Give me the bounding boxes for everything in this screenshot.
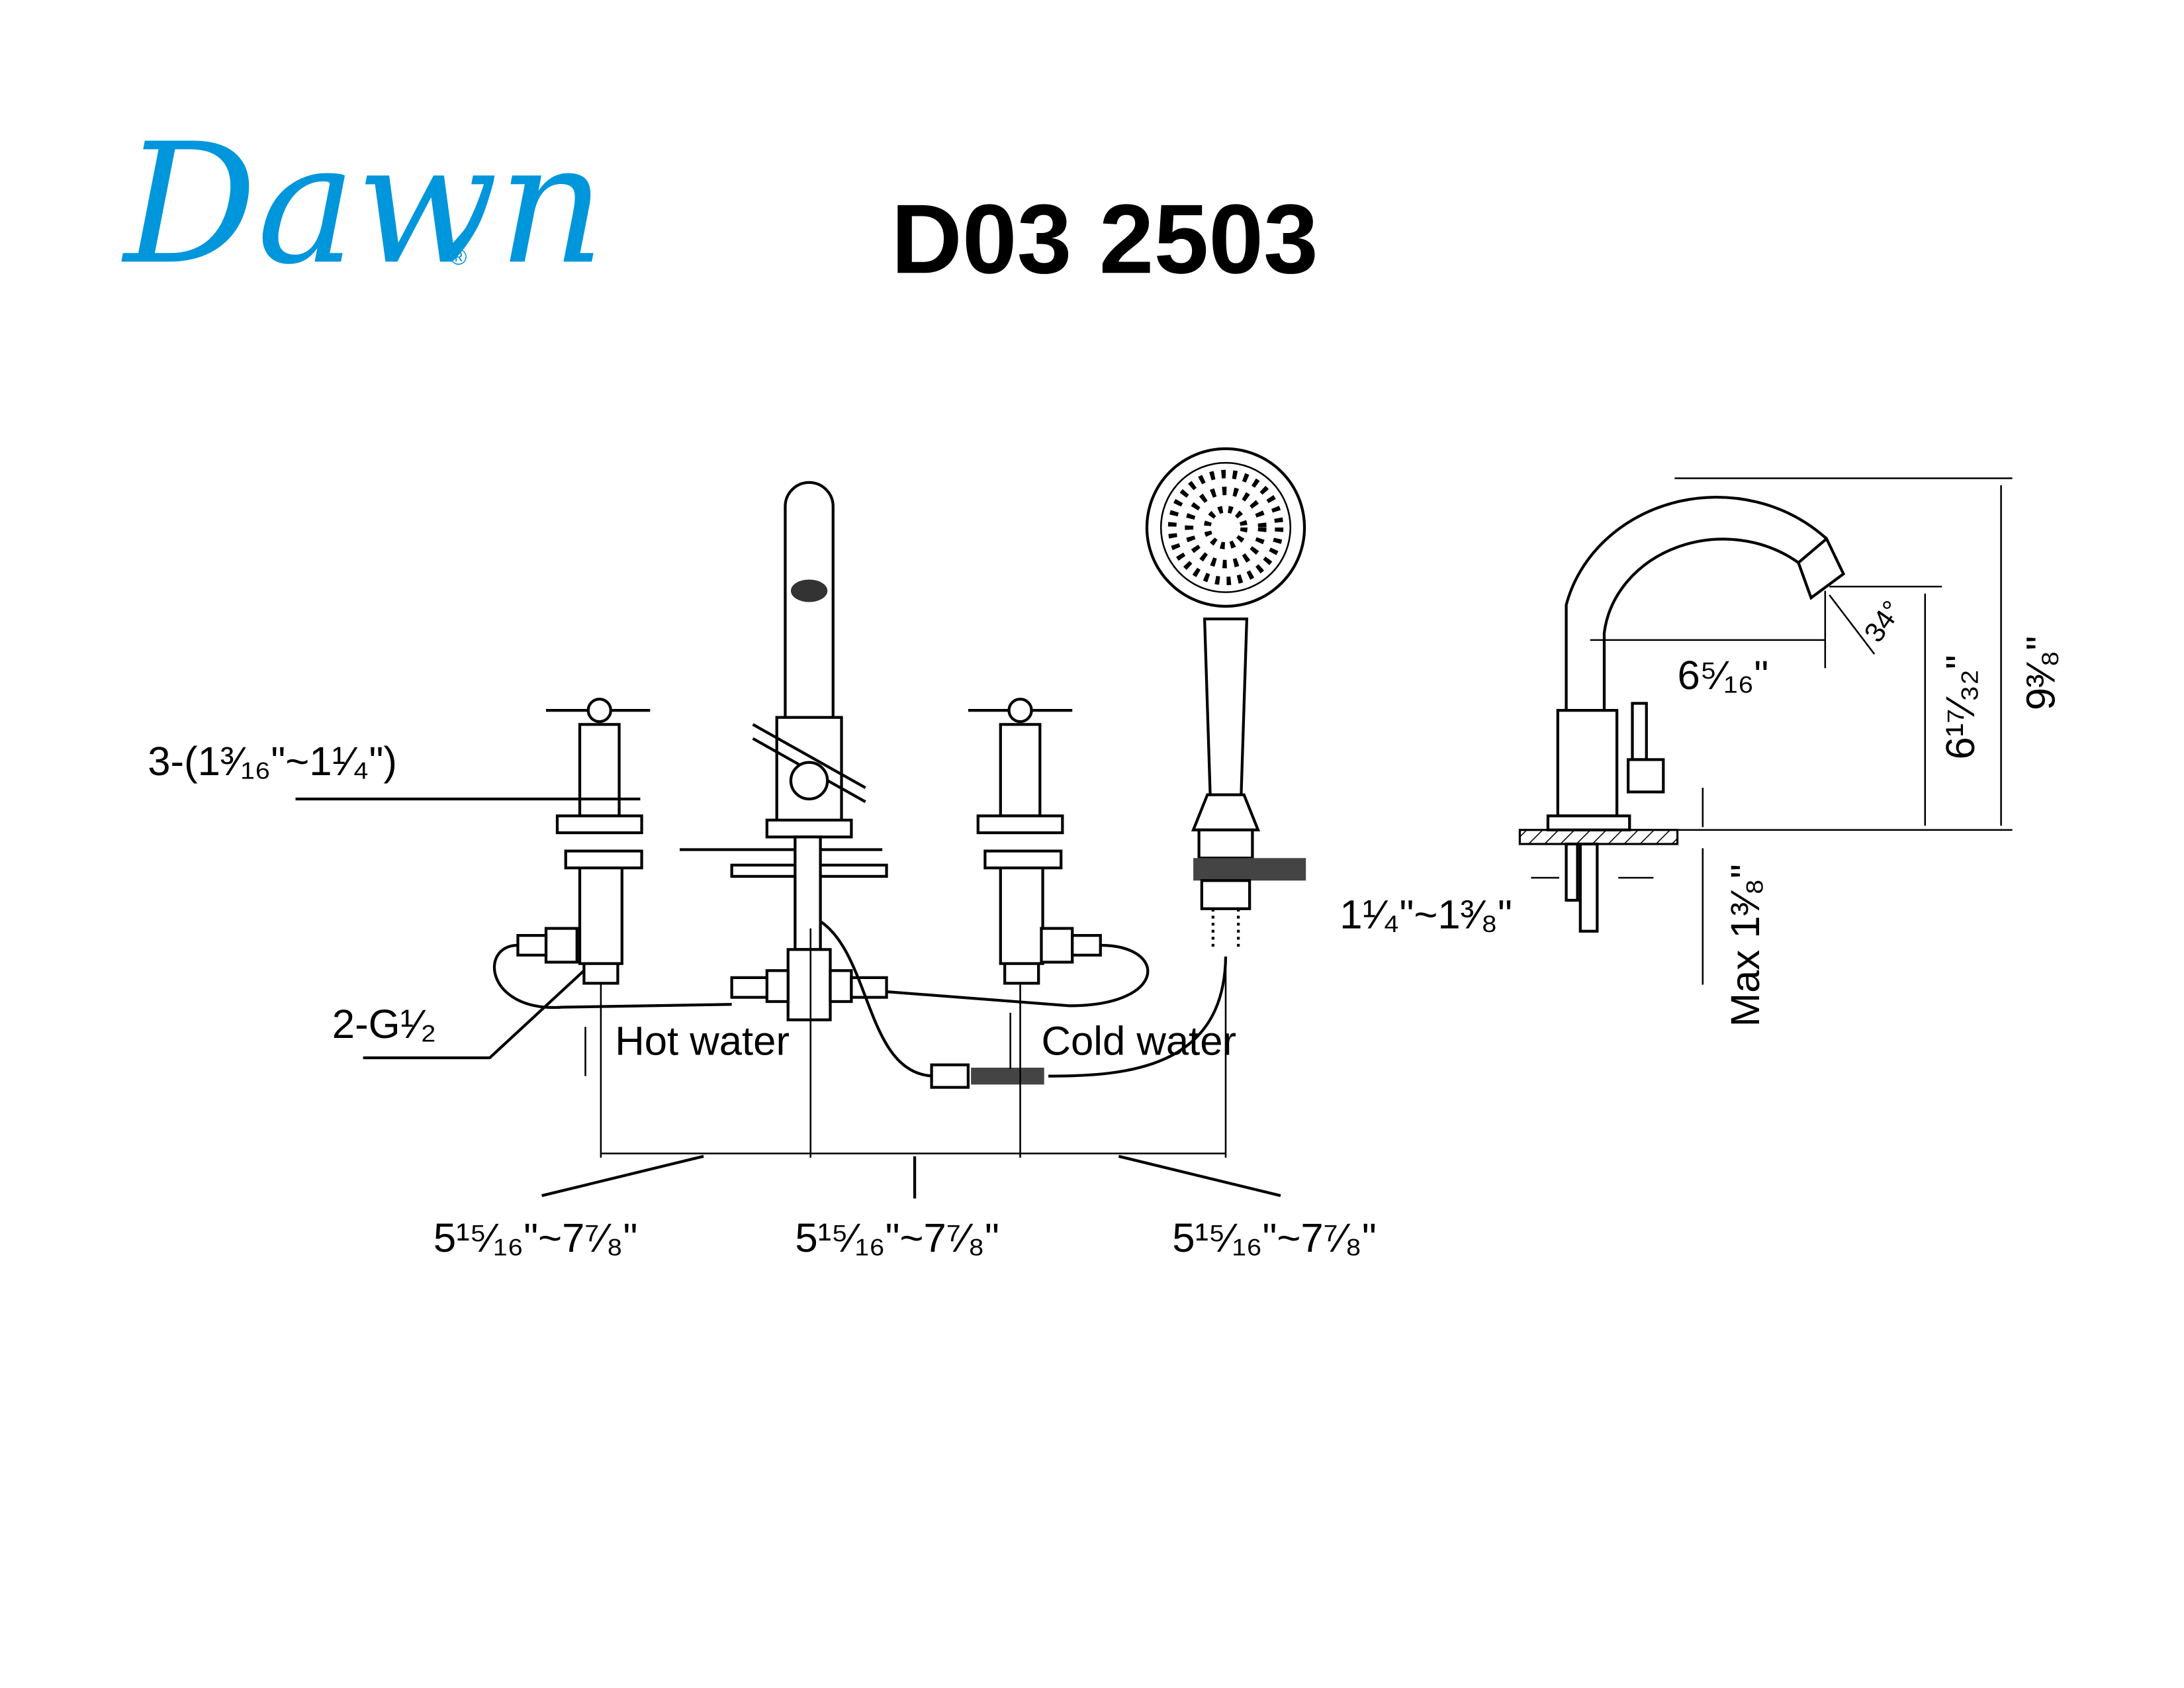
hoses bbox=[493, 920, 1228, 1089]
connection-label: 2-G¹⁄₂ bbox=[332, 1002, 437, 1047]
model-number: D03 2503 bbox=[891, 183, 1318, 294]
spout-height-label: 6¹⁷⁄₃₂" bbox=[1938, 655, 1983, 759]
registered-mark: ® bbox=[450, 245, 467, 270]
total-height-label: 9³⁄₈" bbox=[2018, 636, 2064, 710]
spacing-center-label: 5¹⁵⁄₁₆"~7⁷⁄₈" bbox=[795, 1215, 999, 1261]
dimension-lines bbox=[295, 797, 1281, 1199]
spout-front-drawing bbox=[679, 481, 888, 1021]
side-view-drawing bbox=[1518, 477, 2013, 985]
spacing-right-label: 5¹⁵⁄₁₆"~7⁷⁄₈" bbox=[1172, 1215, 1377, 1261]
spout-angle-label: 34° bbox=[1858, 595, 1908, 648]
spacing-left-label: 5¹⁵⁄₁₆"~7⁷⁄₈" bbox=[433, 1215, 638, 1261]
hot-handle-drawing bbox=[516, 698, 651, 985]
deck-hole-label: 1¹⁄₄"~1³⁄₈" bbox=[1340, 892, 1512, 938]
max-deck-label: Max 1³⁄₈" bbox=[1723, 864, 1768, 1027]
hole-diameter-label: 3-(1³⁄₁₆"~1¹⁄₄") bbox=[148, 739, 397, 784]
spout-reach-label: 6⁵⁄₁₆" bbox=[1678, 653, 1769, 698]
hand-shower-drawing bbox=[1145, 447, 1306, 951]
dawn-logo: Dawn ® bbox=[121, 108, 605, 301]
logo-text: Dawn bbox=[121, 108, 605, 301]
cold-water-label: Cold water bbox=[1041, 1019, 1236, 1064]
cold-handle-drawing bbox=[968, 698, 1102, 985]
hot-water-label: Hot water bbox=[615, 1019, 790, 1064]
